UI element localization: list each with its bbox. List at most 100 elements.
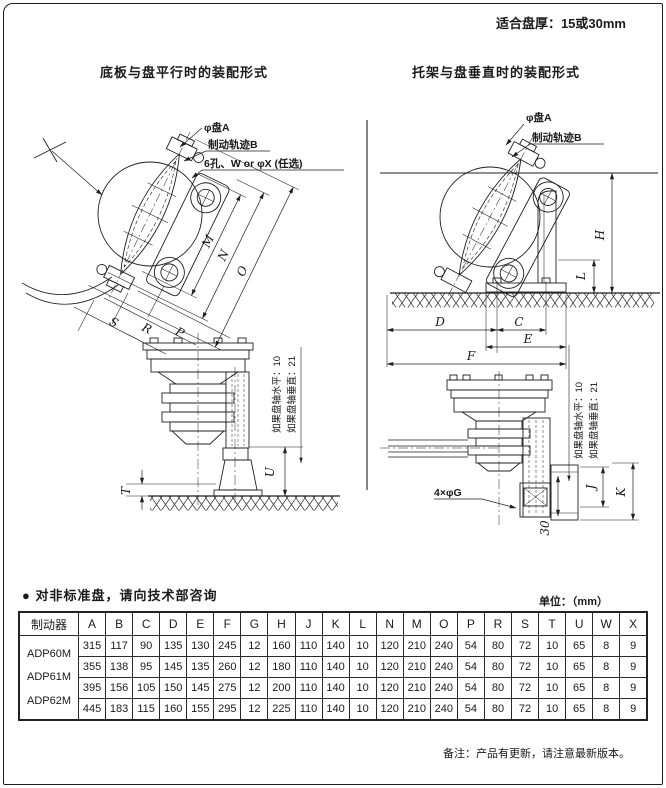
dim-value-cell: 245 (213, 635, 242, 657)
dim-value-cell: 156 (105, 677, 134, 699)
dim-value-cell: 12 (240, 698, 269, 721)
dim-value-cell: 80 (483, 635, 513, 657)
dim-value-cell: 160 (267, 635, 296, 657)
dim-value-cell: 54 (456, 656, 485, 678)
dim-header-cell: O (429, 611, 458, 636)
dim-value-cell: 115 (132, 698, 161, 721)
dim-value-cell: 10 (348, 635, 377, 657)
dim-value-cell: 54 (456, 698, 485, 721)
model-header-cell: 制动器 (18, 611, 79, 636)
axis-vertical-note: 如果盘轴垂直：21 (588, 382, 600, 459)
dim-value-cell: 10 (538, 656, 567, 678)
dim-label-k: K (614, 486, 628, 497)
dim-label-m: M (199, 232, 218, 251)
bracket (537, 190, 557, 283)
axis-horizontal-note: 如果盘轴水平：10 (271, 356, 283, 433)
footer-note: 备注：产品有更新，请注意最新版本。 (443, 748, 630, 760)
bolt-holes-g-label: 4×φG (434, 487, 462, 499)
dim-value-cell: 65 (565, 698, 594, 721)
dim-value-cell: 65 (565, 635, 594, 657)
dim-value-cell: 65 (565, 656, 594, 678)
dim-value-cell: 445 (77, 698, 107, 721)
left-assembly-drawing: M N O S R P (21, 121, 344, 511)
dim-value-cell: 110 (294, 698, 323, 721)
dim-label-c: C (514, 315, 523, 329)
left-drawing-geometry: M N O S R P (21, 127, 344, 511)
right-drawing-geometry: H L D C E F (366, 120, 660, 536)
dim-value-cell: 10 (348, 698, 377, 721)
dim-value-cell: 10 (538, 677, 567, 699)
model-label: ADP62M (26, 694, 72, 707)
dim-header-cell: U (565, 611, 594, 636)
dim-value-cell: 240 (429, 677, 458, 699)
dim-value-cell: 10 (348, 677, 377, 699)
brake-disc-outline (439, 166, 541, 268)
dim-header-cell: J (294, 611, 323, 636)
dim-value-cell: 95 (132, 656, 161, 678)
dim-value-cell: 395 (77, 677, 107, 699)
dim-value-cell: 80 (483, 656, 513, 678)
dim-value-cell: 140 (321, 677, 350, 699)
dim-value-cell: 80 (483, 677, 513, 699)
dim-value-cell: 65 (565, 677, 594, 699)
dim-header-cell: K (321, 611, 350, 636)
unit-note: 单位：（mm） (538, 596, 608, 608)
dim-value-cell: 355 (77, 656, 107, 678)
axis-vertical-note: 如果盘轴垂直：21 (286, 356, 298, 433)
dim-value-cell: 9 (619, 698, 648, 721)
dim-header-cell: S (510, 611, 540, 636)
dim-label-r: R (139, 320, 154, 337)
dim-label-u: U (263, 466, 277, 477)
roller-bottom (153, 256, 185, 288)
dim-value-cell: 315 (77, 635, 107, 657)
dim-value-cell: 138 (105, 656, 134, 678)
consult-note-row: ● 对非标准盘，请向技术部咨询 (22, 585, 218, 604)
dim-label-l: L (574, 272, 588, 281)
dim-value-cell: 135 (159, 635, 188, 657)
dim-header-cell: X (619, 611, 648, 636)
dim-value-cell: 240 (429, 656, 458, 678)
dim-header-cell: A (77, 611, 107, 636)
dim-header-cell: H (267, 611, 296, 636)
dim-value-cell: 8 (592, 656, 621, 678)
dim-value-cell: 210 (402, 656, 431, 678)
dim-value-cell: 120 (375, 677, 404, 699)
bullet-icon: ● (22, 588, 31, 603)
caliper-assembly: M N O (88, 132, 299, 350)
dim-value-cell: 10 (538, 635, 567, 657)
disc-a-label: φ盘A (526, 111, 552, 124)
right-assembly-drawing: H L D C E F (366, 111, 660, 536)
dim-value-cell: 140 (321, 656, 350, 678)
model-label: ADP60M (26, 647, 72, 660)
dim-value-cell: 120 (375, 635, 404, 657)
dim-header-cell: C (132, 611, 161, 636)
dim-value-cell: 72 (510, 677, 540, 699)
brake-track-b-label: 制动轨迹B (532, 131, 582, 144)
dim-value-cell: 72 (510, 635, 540, 657)
dim-label-d: D (434, 315, 445, 329)
dim-value-cell: 183 (105, 698, 134, 721)
dim-header-cell: T (538, 611, 567, 636)
dim-label-t: T (119, 486, 133, 495)
dim-value-cell: 90 (132, 635, 161, 657)
dim-value-cell: 140 (321, 698, 350, 721)
dim-value-cell: 72 (510, 698, 540, 721)
dim-value-cell: 10 (348, 656, 377, 678)
dim-value-cell: 9 (619, 635, 648, 657)
dim-header-cell: N (375, 611, 404, 636)
dim-header-cell: R (483, 611, 513, 636)
pedestal (142, 333, 263, 505)
dim-value-cell: 9 (619, 656, 648, 678)
dim-value-cell: 225 (267, 698, 296, 721)
dim-label-j: J (584, 483, 598, 492)
right-figure-title: 托架与盘垂直时的装配形式 (411, 65, 580, 80)
dim-value-cell: 210 (402, 698, 431, 721)
dim-header-cell: W (592, 611, 621, 636)
